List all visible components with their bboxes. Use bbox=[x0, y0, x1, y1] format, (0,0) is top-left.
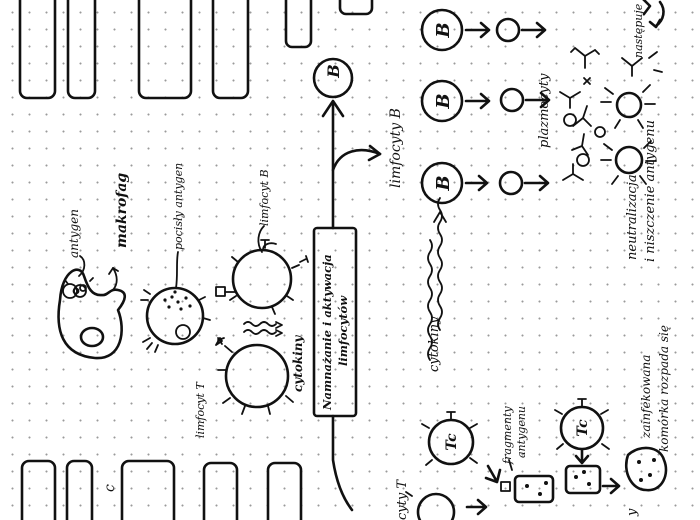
antibodies bbox=[559, 47, 606, 181]
label-t-lymphocyte: limfocyt T bbox=[194, 381, 207, 438]
neutralized-complex-2 bbox=[600, 140, 657, 185]
tc-cell-3-partial bbox=[416, 492, 456, 520]
letter-b-row-2: B bbox=[433, 93, 454, 109]
t-lymphocyte-cell bbox=[217, 337, 294, 415]
label-infected-1: zainfekowana bbox=[639, 355, 653, 439]
block-top-6 bbox=[338, 0, 374, 16]
connector-square bbox=[215, 286, 226, 297]
label-plasma-cells: plazmocyty bbox=[537, 73, 552, 148]
label-antigen: antygen bbox=[67, 209, 81, 258]
block-bottom-3 bbox=[120, 459, 176, 520]
block-top-2 bbox=[66, 0, 97, 100]
label-cytokines-top: cytokiny bbox=[291, 335, 305, 392]
branch-arrow bbox=[331, 148, 382, 172]
block-bottom-1 bbox=[20, 459, 57, 520]
label-partial-bottom: y bbox=[625, 508, 640, 517]
letter-b-top: B bbox=[324, 64, 343, 79]
block-top-3 bbox=[137, 0, 193, 100]
label-fragments-1: fragmenty bbox=[501, 406, 514, 465]
cytokine-wave-b bbox=[243, 329, 277, 335]
antigen-pointer bbox=[78, 255, 86, 277]
left-block-column bbox=[18, 0, 374, 520]
b-cell-top bbox=[312, 57, 354, 99]
b-pointer bbox=[257, 225, 265, 253]
infected-cell-square-2 bbox=[564, 464, 602, 495]
label-b-lymphocyte: limfocyt B bbox=[258, 169, 271, 226]
block-top-1 bbox=[18, 0, 57, 100]
proliferation-box bbox=[312, 226, 358, 418]
label-cytokines-mid: cytokiny bbox=[427, 316, 442, 372]
block-bottom-4 bbox=[202, 461, 239, 520]
b-cell-row-1 bbox=[420, 8, 547, 52]
label-macrophage: makrofag bbox=[114, 173, 130, 248]
label-proliferation-2: limfocytów bbox=[336, 295, 350, 366]
tc-cell-1 bbox=[421, 411, 478, 466]
label-t-lymphocytes-partial: cyty T bbox=[395, 479, 410, 520]
block-top-4 bbox=[211, 0, 250, 100]
b-lymphocyte-cell bbox=[229, 239, 309, 315]
macrophage-pointer bbox=[112, 267, 118, 291]
label-presents-antigen: pocisły antygen bbox=[172, 163, 185, 250]
label-neutralization-1: neutralizacja bbox=[625, 174, 640, 260]
presenting-cell bbox=[140, 286, 211, 353]
label-fragments-2: antygenu bbox=[515, 406, 528, 458]
letter-b-row-3: B bbox=[433, 175, 454, 191]
block-bottom-2 bbox=[65, 459, 94, 520]
b-cell-row-3 bbox=[420, 161, 550, 205]
cytokine-wave-mid bbox=[427, 239, 433, 361]
infected-cell-square-1 bbox=[513, 474, 555, 504]
block-top-5 bbox=[284, 0, 313, 49]
letter-tc-1: Tc bbox=[444, 433, 460, 451]
label-neutralization-2: i niszczenie antygenu bbox=[643, 120, 658, 262]
label-b-lymphocytes: limfocyty B bbox=[388, 108, 404, 188]
letter-b-row-1: B bbox=[433, 22, 454, 38]
letter-tc-2: Tc bbox=[575, 419, 591, 437]
antigen bbox=[62, 283, 87, 299]
block-bottom-5 bbox=[266, 461, 303, 520]
cytokine-wave-a bbox=[243, 321, 277, 327]
label-partial-left: c bbox=[102, 484, 118, 492]
burst-cell bbox=[625, 446, 668, 492]
label-proliferation-1: Namnażanie i aktywacja bbox=[320, 254, 334, 411]
neutralized-complex-1 bbox=[600, 84, 656, 129]
label-follows: następuje bbox=[632, 3, 645, 58]
label-infected-2: komórka rozpada się bbox=[657, 325, 671, 452]
presents-pointer bbox=[175, 251, 179, 289]
macrophage bbox=[57, 268, 127, 360]
b-cell-row-2 bbox=[420, 79, 551, 123]
